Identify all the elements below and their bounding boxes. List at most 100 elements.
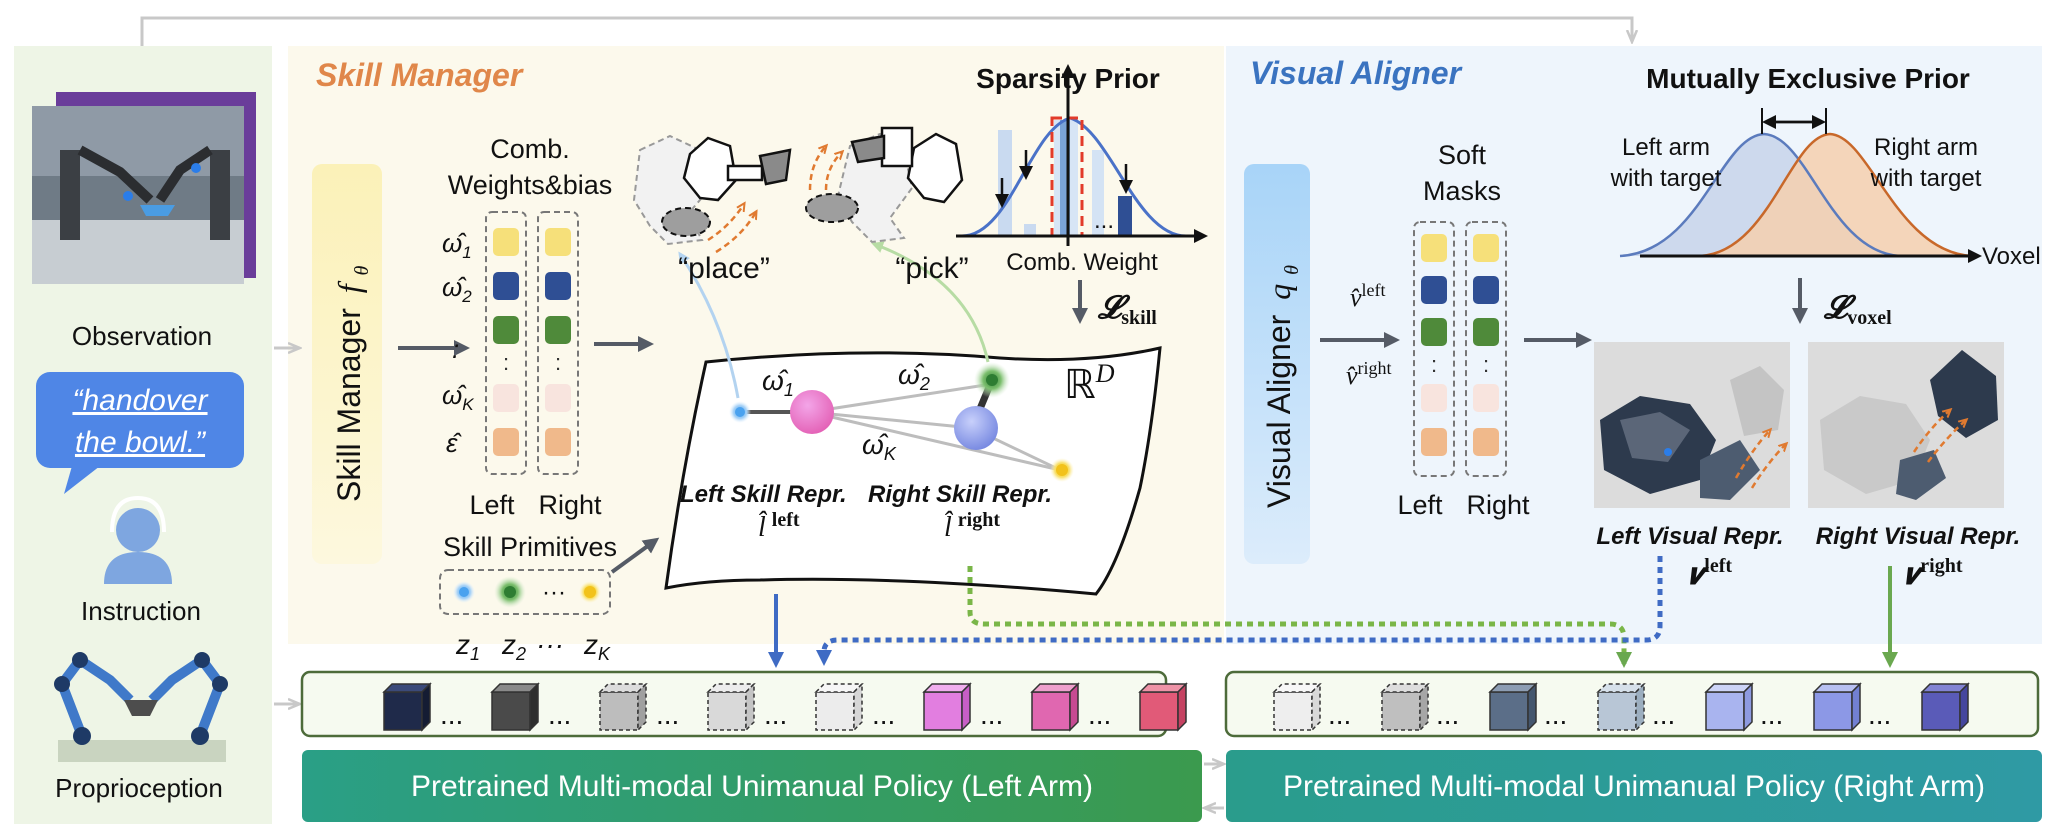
left-token-cube <box>382 682 432 732</box>
right-token-dots: ... <box>1652 699 1675 730</box>
yellow-primitive-dot-core <box>1056 464 1068 476</box>
right-arm-target-2: with target <box>1870 165 1982 192</box>
proprioception-label: Proprioception <box>55 773 223 803</box>
right-token-cube <box>1704 682 1754 732</box>
left-token-dots: ... <box>548 699 571 730</box>
instruction-bubble <box>36 372 244 494</box>
arrow-to-pick <box>871 241 990 363</box>
mutex-prior-plot <box>1619 108 1982 263</box>
masks-right-label: Right <box>1466 490 1530 520</box>
right-arm-target-1: Right arm <box>1874 134 1978 161</box>
svg-text::: : <box>1483 352 1489 377</box>
right-token-dots: ... <box>1868 699 1891 730</box>
arrow-primitives-to-space <box>610 537 660 574</box>
svg-text::: : <box>503 350 509 375</box>
left-token-dots: ... <box>656 699 679 730</box>
l-right-symbol: l̂right <box>944 509 1000 543</box>
latent-space-sheet <box>664 346 1162 596</box>
voxel-axis-label: Voxel <box>1982 243 2041 270</box>
left-token-dots: ... <box>764 699 787 730</box>
observation-photo <box>32 92 256 284</box>
left-token-cube <box>490 682 540 732</box>
left-skill-repr: Left Skill Repr. <box>680 481 847 508</box>
v-right-mask-symbol: v̂right <box>1346 358 1392 390</box>
right-token-cube <box>1272 682 1322 732</box>
right-token-cube <box>1596 682 1646 732</box>
left-policy-bar <box>302 750 1202 822</box>
skill-manager-module <box>312 164 382 564</box>
skill-manager-module-text: Skill Manager f θ <box>331 265 373 502</box>
mask-column-right: : <box>1465 221 1507 477</box>
right-primitive-dot-core <box>986 374 998 386</box>
left-visual-repr-image <box>1594 342 1790 508</box>
right-skill-node <box>954 406 998 450</box>
left-arm-target-1: Left arm <box>1622 134 1710 161</box>
right-token-cube <box>1488 682 1538 732</box>
left-token-dots: ... <box>1088 699 1111 730</box>
skill-primitives-box: ··· <box>439 569 611 615</box>
svg-text::: : <box>1431 352 1437 377</box>
primitive-labels: z1 z2 ··· zK <box>455 629 611 664</box>
right-token-dots: ... <box>1544 699 1567 730</box>
left-token-dots: ... <box>872 699 895 730</box>
left-visual-repr-label: Left Visual Repr. <box>1596 523 1783 550</box>
primitive-label-dots: ··· <box>536 629 564 660</box>
left-token-cube <box>1138 682 1188 732</box>
left-token-dots: ... <box>980 699 1003 730</box>
right-visual-repr-image <box>1808 342 2004 508</box>
left-token-dots: ... <box>440 699 463 730</box>
v-left-mask-symbol: v̂left <box>1350 280 1386 312</box>
left-arm-target-2: with target <box>1610 165 1722 192</box>
place-illustration <box>632 134 792 254</box>
observation-label: Observation <box>72 321 212 351</box>
left-token-cubes: ..................... <box>382 682 1188 732</box>
left-primitive-dot-core <box>735 407 745 417</box>
pick-label: “pick” <box>895 252 968 285</box>
visual-aligner-title: Visual Aligner <box>1250 55 1463 91</box>
left-skill-node <box>790 390 834 434</box>
left-token-cube <box>814 682 864 732</box>
left-token-cube <box>922 682 972 732</box>
space-symbol: ℝD <box>1064 359 1115 407</box>
top-feedback-arrow <box>140 16 1632 46</box>
user-headset-icon <box>104 495 172 584</box>
weights-right-label: Right <box>538 490 602 520</box>
instruction-quote-line1: “handover <box>72 384 208 417</box>
visual-aligner-module-text: Visual Aligner q θ <box>1261 265 1303 508</box>
comb-weights-label-1: Comb. <box>490 134 570 164</box>
right-policy-bar <box>1226 750 2042 822</box>
right-token-dots: ... <box>1760 699 1783 730</box>
right-visual-repr-label: Right Visual Repr. <box>1816 523 2020 550</box>
right-token-cubes: .................. <box>1272 682 1970 732</box>
comb-weights-label-2: Weights&bias <box>448 170 613 200</box>
left-token-cube <box>1030 682 1080 732</box>
comb-weight-axis-label: Comb. Weight <box>1006 249 1158 276</box>
soft-masks-label-1: Soft <box>1438 140 1487 170</box>
primitive-label-zk: zK <box>583 629 611 664</box>
soft-masks-label-2: Masks <box>1423 176 1501 206</box>
arrow-to-place <box>678 251 740 399</box>
svg-text:···: ··· <box>542 579 566 606</box>
skill-primitives-label: Skill Primitives <box>443 532 617 562</box>
right-policy-label: Pretrained Multi-modal Unimanual Policy … <box>1283 770 1985 803</box>
svg-text::: : <box>555 350 561 375</box>
skill-manager-title: Skill Manager <box>316 57 524 93</box>
instruction-quote-line2: the bowl.” <box>75 426 207 459</box>
weight-column-right: : <box>537 211 579 475</box>
right-token-cube <box>1812 682 1862 732</box>
sparsity-prior-plot <box>956 64 1208 246</box>
pick-illustration <box>805 126 964 244</box>
sparsity-dots: ... <box>1094 207 1114 234</box>
arrow-vleft-to-left-tokens <box>816 556 1663 666</box>
dual-arm-robot-icon <box>54 652 228 762</box>
visual-aligner-module <box>1244 164 1310 564</box>
instruction-label: Instruction <box>81 596 201 626</box>
primitive-label-z2: z2 <box>501 629 526 664</box>
right-token-cube <box>1920 682 1970 732</box>
place-label: “place” <box>678 252 770 285</box>
l-left-symbol: l̂left <box>758 509 800 543</box>
mask-column-left: : <box>1413 221 1455 477</box>
right-token-dots: ... <box>1436 699 1459 730</box>
right-skill-repr: Right Skill Repr. <box>868 481 1052 508</box>
right-token-cube <box>1380 682 1430 732</box>
